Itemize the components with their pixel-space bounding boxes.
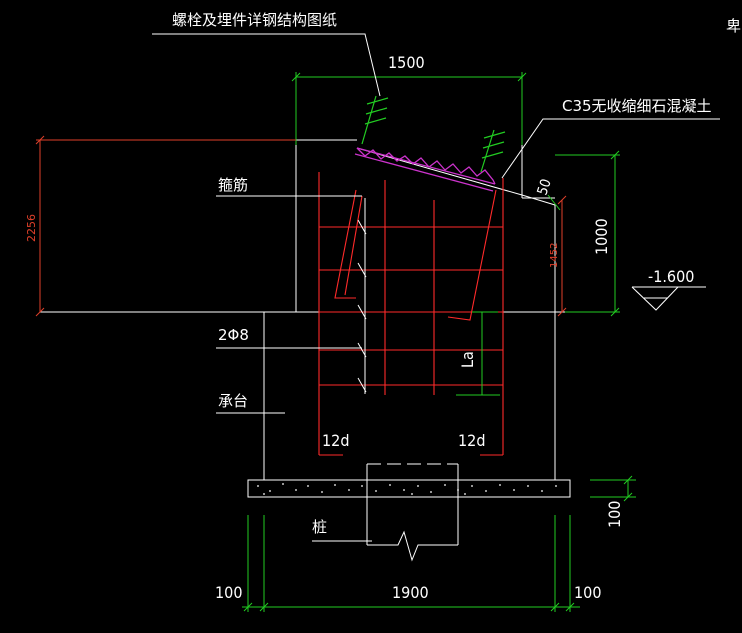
elevation-marker: [631, 286, 706, 311]
base-width-dimension: 1900: [392, 583, 429, 602]
dimension-lines: [242, 72, 636, 612]
concrete-cushion: [247, 479, 571, 498]
leader-lines: [152, 33, 720, 542]
elevation-dimension: -1.600: [648, 267, 694, 286]
rebar-cage: [318, 172, 504, 456]
hook-right-dimension: 12d: [458, 431, 485, 450]
hook-left-dimension: 12d: [322, 431, 349, 450]
top-width-dimension: 1500: [388, 53, 425, 72]
left-offset-dimension: 100: [215, 583, 242, 602]
cushion-thickness-dimension: 100: [605, 501, 624, 528]
rebar-label: 2Φ8: [218, 326, 249, 344]
stirrup-label: 箍筋: [218, 176, 248, 194]
corner-char-label: 卑: [726, 17, 741, 35]
pile-label: 桩: [312, 518, 327, 536]
red-dimension-lines: [35, 135, 567, 317]
left-height-dimension: 2256: [25, 214, 38, 242]
right-height-dimension: 1000: [592, 218, 611, 255]
grout-thickness-dimension: 50: [535, 177, 555, 197]
anchorage-length-dimension: La: [458, 351, 477, 368]
stirrup-ticks: [357, 198, 367, 394]
bolt-note-label: 螺栓及埋件详钢结构图纸: [172, 11, 337, 29]
concrete-note-label: C35无收缩细石混凝土: [562, 97, 712, 115]
inner-height-dimension: 1452: [549, 243, 560, 268]
pile-cap-label: 承台: [218, 392, 248, 410]
grout-layer: [354, 147, 496, 192]
bolt-hatches: [361, 95, 506, 173]
right-offset-dimension: 100: [574, 583, 601, 602]
